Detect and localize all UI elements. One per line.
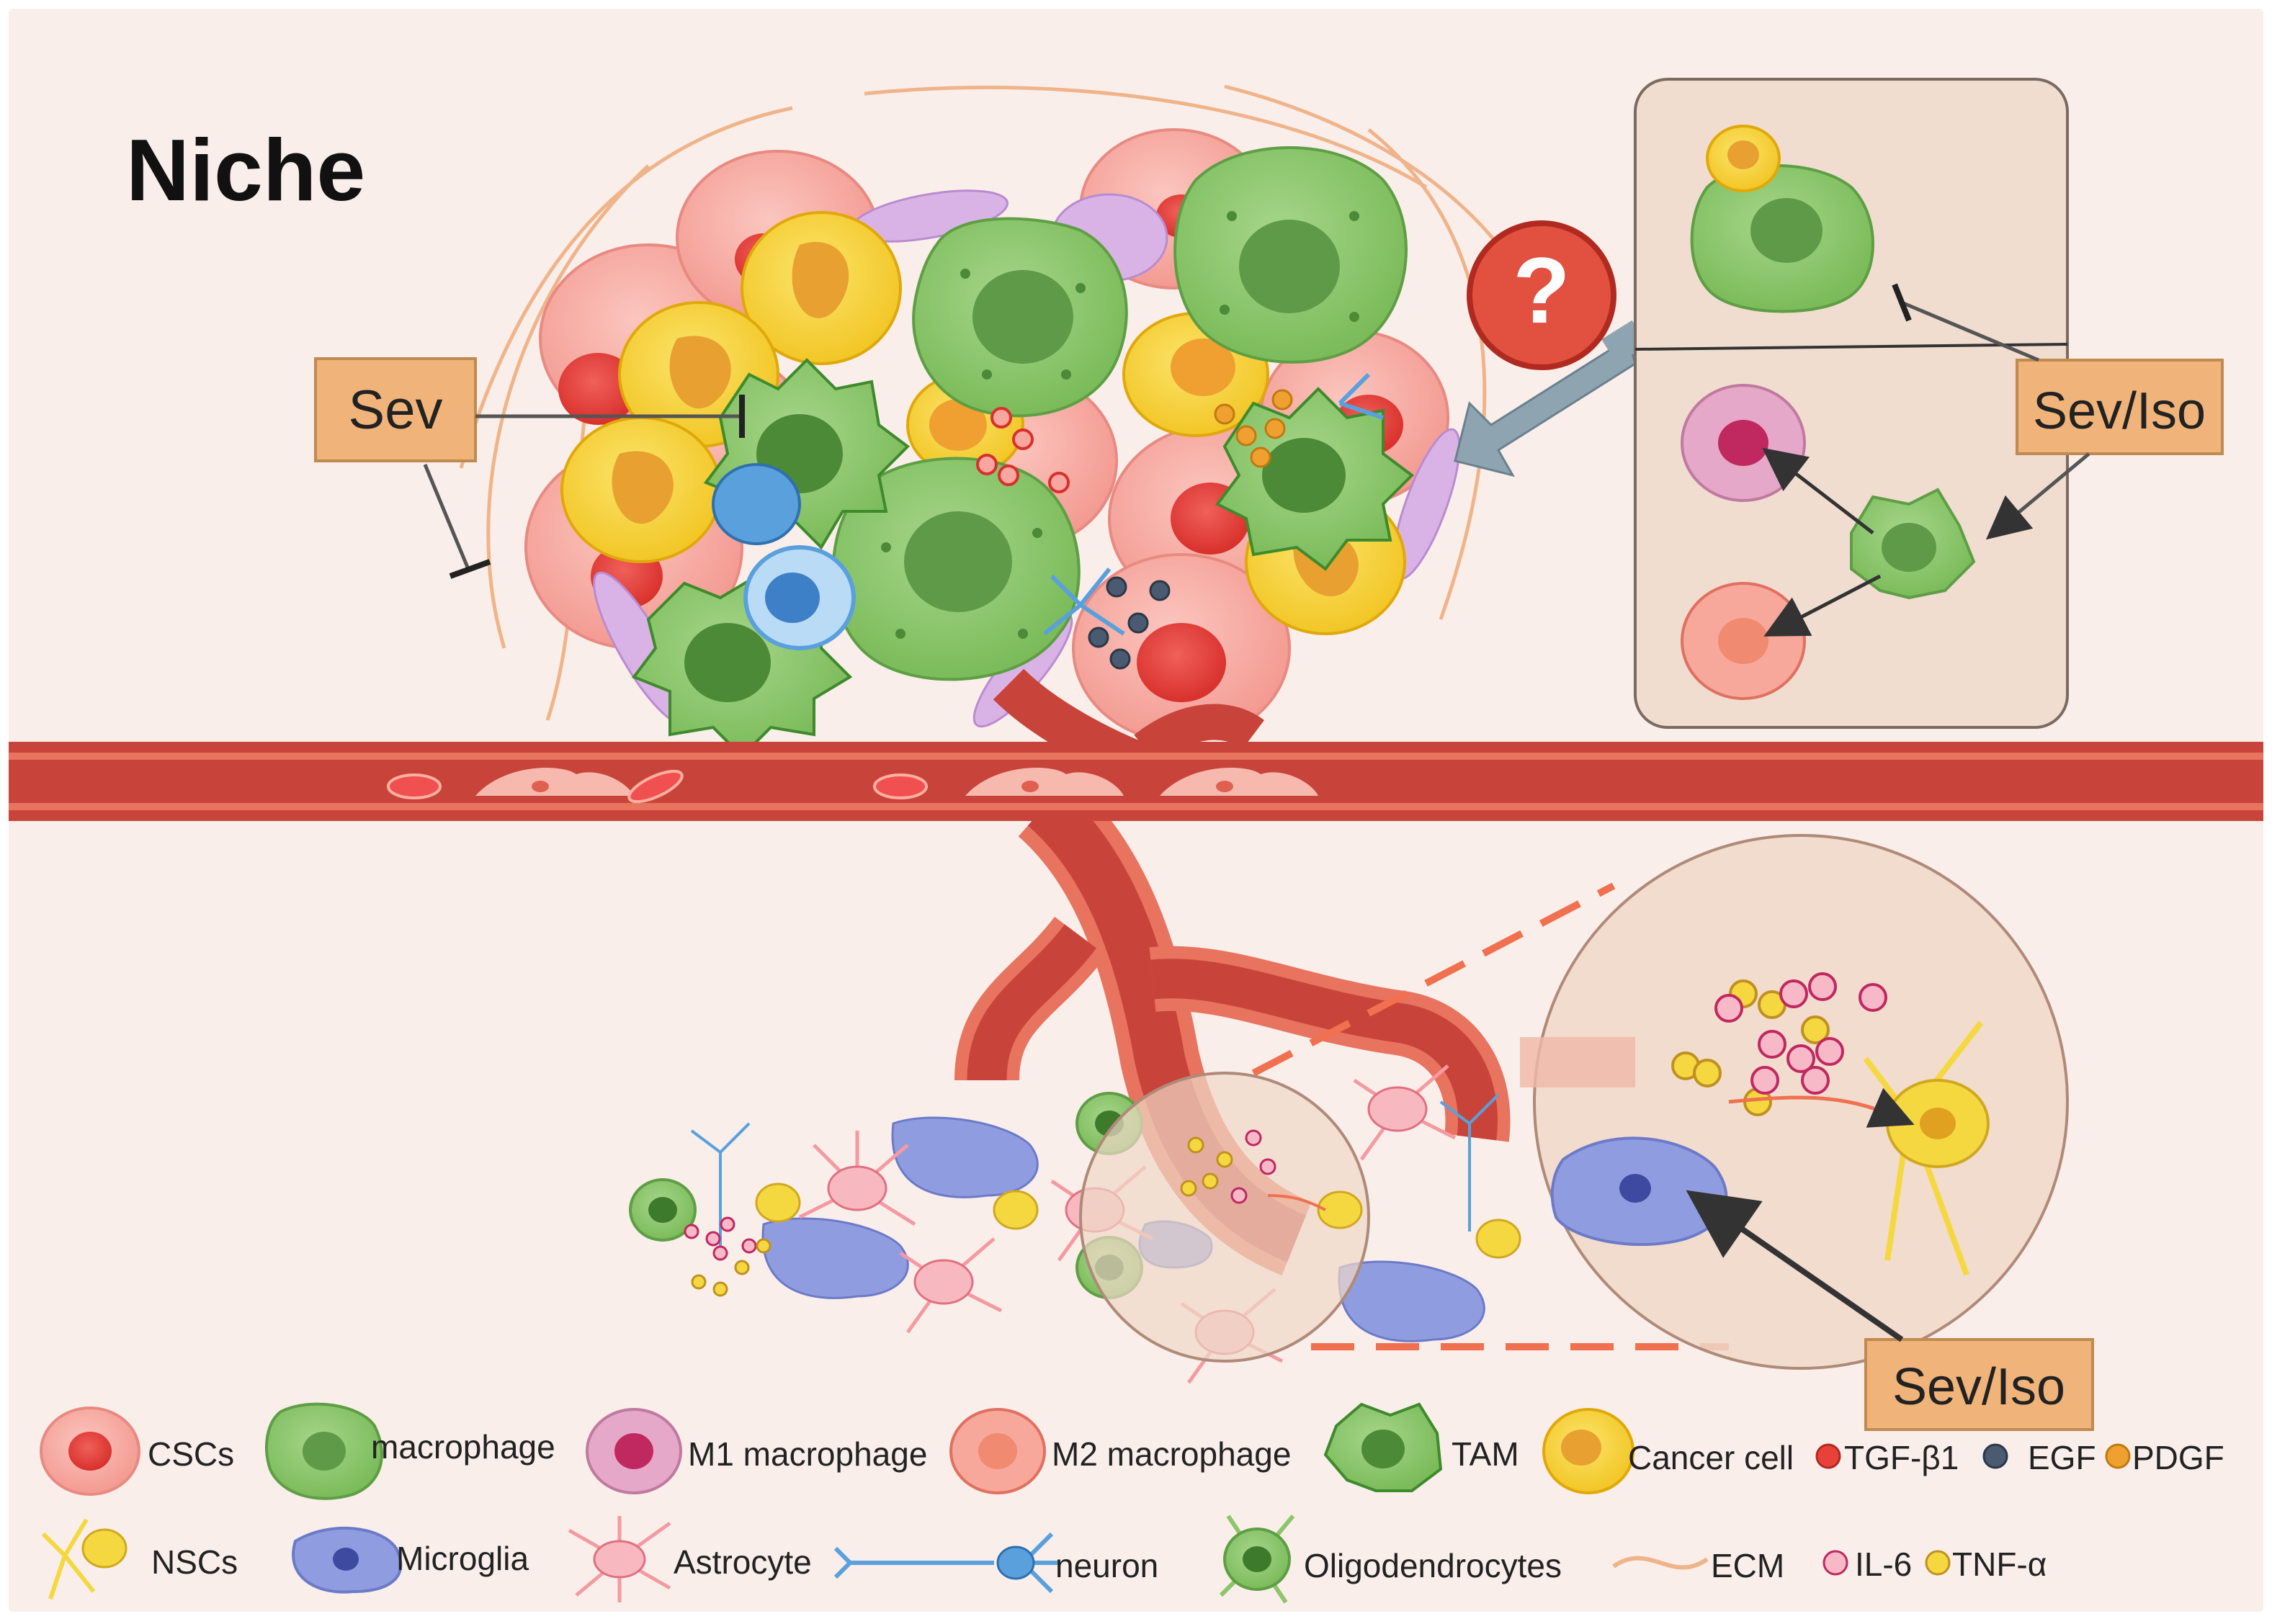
question-mark: ? (1513, 238, 1570, 343)
legend: CSCs macrophage M1 macrophage M2 macroph… (40, 1402, 2224, 1604)
legend-icon-cancer (1542, 1408, 1634, 1494)
legend-label-cscs: CSCs (148, 1435, 234, 1473)
legend-label-m1: M1 macrophage (688, 1435, 927, 1473)
il6-dots-left (684, 1216, 757, 1261)
macrophage-cells (831, 146, 1408, 681)
legend-icon-cscs (40, 1407, 140, 1496)
sev-iso-box-bottom: Sev/Iso (1864, 1338, 2094, 1431)
legend-label-tgf: TGF-β1 (1844, 1439, 1959, 1476)
macrophage-granules (881, 211, 1359, 639)
legend-icon-microglia (292, 1526, 403, 1594)
egf-dots (1088, 576, 1171, 670)
legend-label-oligo: Oligodendrocytes (1304, 1547, 1562, 1584)
title-niche: Niche (126, 121, 365, 219)
legend-label-m2: M2 macrophage (1052, 1435, 1291, 1473)
legend-label-pdgf: PDGF (2132, 1439, 2224, 1476)
zoom-dashed-lines (1251, 882, 1729, 1350)
macrophage-polarization-panel (1634, 78, 2069, 729)
pdgf-dots (1214, 389, 1293, 468)
legend-icon-ecm (1612, 1556, 1709, 1570)
zoom-circle-small (1079, 1072, 1370, 1363)
legend-dot-il6 (1822, 1550, 1848, 1576)
legend-label-il6: IL-6 (1855, 1546, 1912, 1583)
tumor-blue-cells (712, 372, 1384, 650)
tnf-dots-left (691, 1238, 772, 1297)
legend-icon-neuron (833, 1532, 1059, 1594)
legend-icon-macrophage (265, 1402, 383, 1500)
legend-icon-oligo (1219, 1515, 1295, 1604)
tgf-dots (976, 407, 1070, 493)
sev-iso-bottom-arrow (1686, 1190, 1904, 1342)
legend-icon-tam (1323, 1402, 1443, 1492)
sev-iso-label-bottom: Sev/Iso (1892, 1358, 2065, 1416)
legend-label-astrocyte: Astrocyte (674, 1543, 812, 1581)
legend-dot-pdgf (2105, 1443, 2131, 1469)
legend-icon-m1 (586, 1408, 682, 1494)
tumor-cluster (524, 128, 1461, 758)
legend-label-nscs: NSCs (151, 1543, 238, 1581)
legend-label-neuron: neuron (1055, 1547, 1158, 1584)
main-blood-vessel (9, 742, 2263, 821)
nsc-cells (755, 1183, 1521, 1259)
legend-dot-egf (1982, 1443, 2008, 1469)
legend-dot-tgf (1815, 1443, 1841, 1469)
legend-label-microglia: Microglia (396, 1540, 529, 1577)
neuron-cells (690, 1093, 1500, 1260)
question-icon: ? (1467, 220, 1616, 370)
legend-icon-astrocyte (568, 1516, 671, 1602)
legend-label-ecm: ECM (1711, 1547, 1784, 1584)
legend-icon-nscs (41, 1518, 128, 1600)
legend-icon-m2 (949, 1408, 1046, 1494)
legend-label-egf: EGF (2028, 1439, 2096, 1476)
zoom-circle-large (1520, 834, 2069, 1370)
legend-dot-tnf (1925, 1550, 1951, 1576)
legend-label-tnf: TNF-α (1952, 1546, 2047, 1583)
sev-box: Sev (314, 357, 477, 462)
legend-label-cancer: Cancer cell (1628, 1439, 1794, 1476)
sev-iso-box-top: Sev/Iso (2016, 359, 2224, 455)
legend-label-tam: TAM (1452, 1435, 1519, 1473)
sev-iso-top-lines (1892, 283, 2090, 540)
legend-label-macrophage: macrophage (371, 1428, 555, 1466)
sev-iso-label-top: Sev/Iso (2033, 382, 2206, 440)
sev-inhibition-lines (423, 395, 745, 579)
sev-label: Sev (349, 380, 443, 441)
